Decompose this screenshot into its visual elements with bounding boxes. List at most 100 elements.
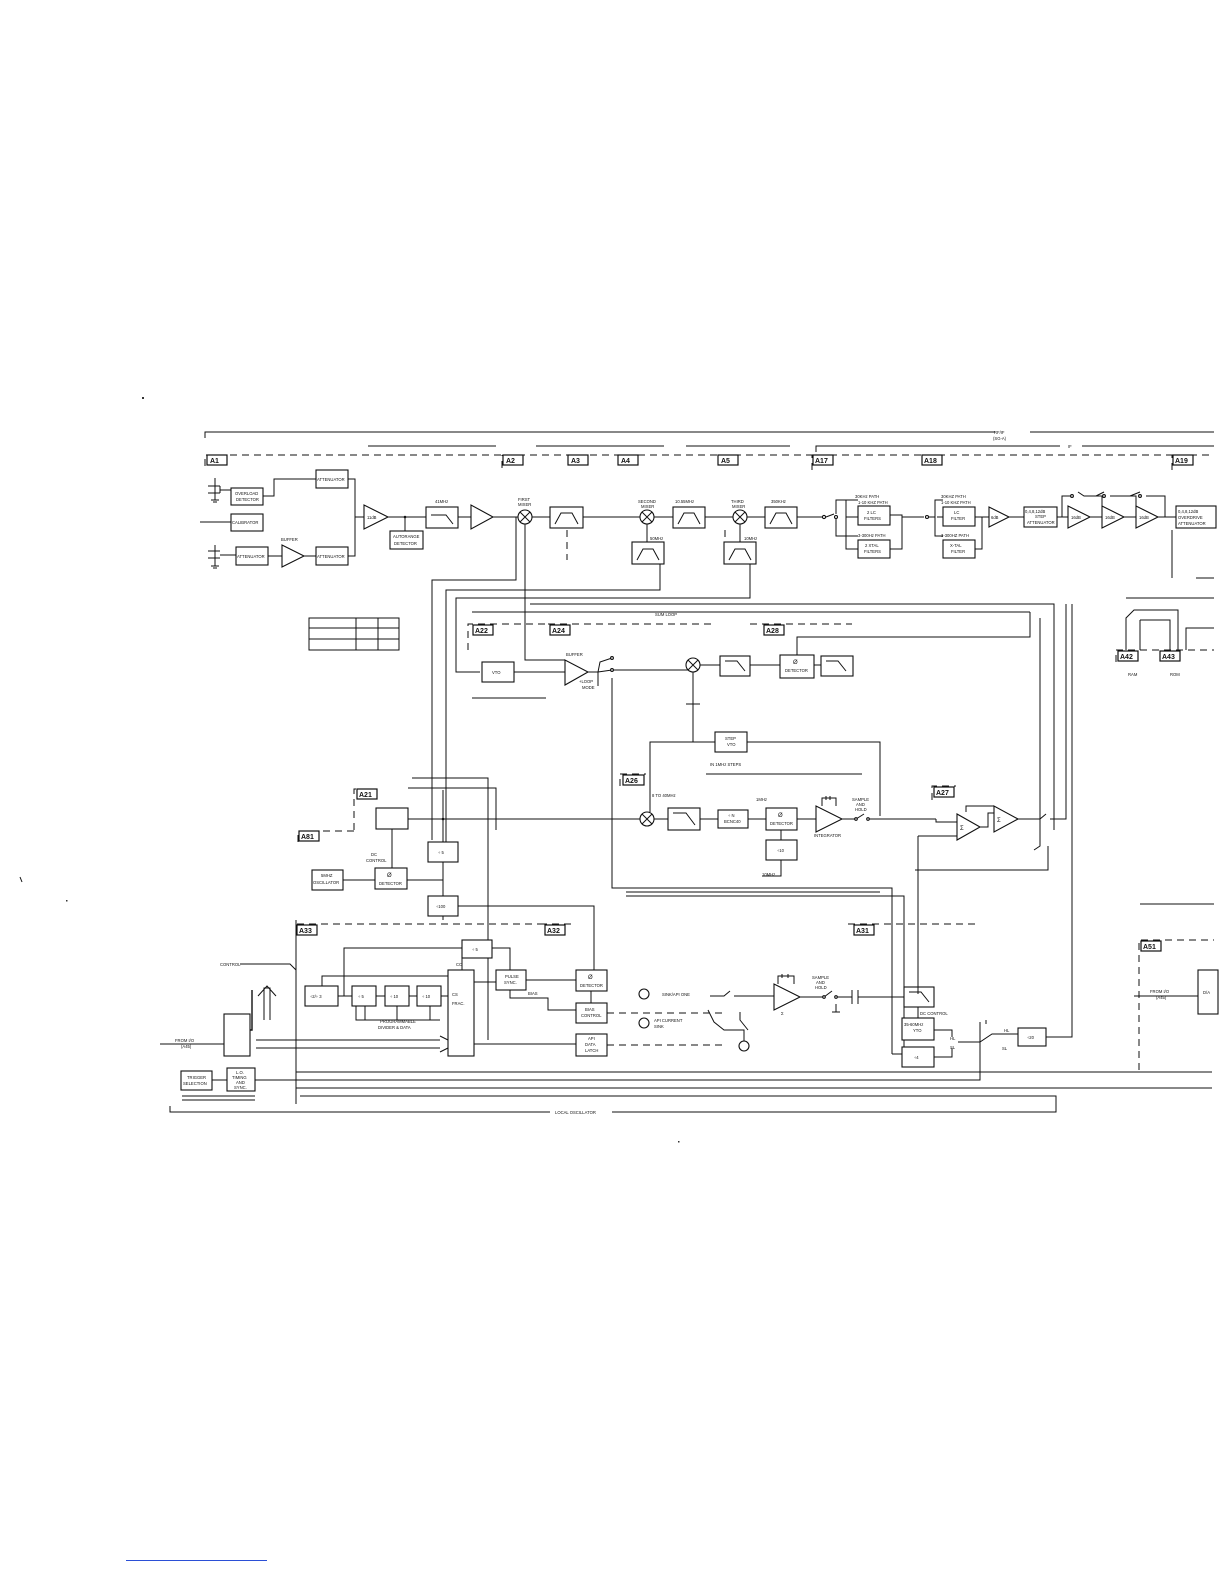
div-20-label: ÷20 <box>1027 1035 1035 1040</box>
bias-ctl-l2: CONTROL <box>581 1013 602 1018</box>
buffer-label-sum: BUFFER <box>566 652 583 657</box>
loop-mode-l1: +LOOP <box>579 679 593 684</box>
api-latch-l1: API <box>588 1036 595 1041</box>
d-a-label: D/A <box>1203 990 1210 995</box>
lc-filter-l1: LC <box>954 510 959 515</box>
step-vto-l1: STEP <box>725 736 736 741</box>
pulse-sync-l2: SYNC. <box>504 980 517 985</box>
overdrive-l1: 0,4,8,12dB <box>1178 509 1198 514</box>
sum-phase-l1: Ø <box>793 660 798 666</box>
freq-350khz: 350KHz <box>771 499 786 504</box>
assembly-a5: A5 <box>721 458 730 465</box>
sh-lo-l3: HOLD <box>815 985 827 990</box>
amp-16db-1: 16dB <box>1071 515 1081 520</box>
lo-timing-l1: L.O. <box>236 1070 244 1075</box>
div-n-l2: BCNC40 <box>724 819 741 824</box>
ref-osc-l1: 5MHZ <box>321 873 333 878</box>
third-mixer-l2: MIXER <box>732 504 745 509</box>
rom-label: ROM <box>1170 672 1180 677</box>
amp-6db: 6dB <box>991 515 999 520</box>
first-mixer-l2: MIXER <box>518 502 531 507</box>
loop-mode-l2: MODE <box>582 685 595 690</box>
yto-l2: YTO <box>913 1028 922 1033</box>
vto-label: VTO <box>492 670 501 675</box>
a27-section: A27 Σ Σ <box>915 604 1067 994</box>
dc-control-l2: CONTROL <box>366 858 387 863</box>
xtal-filter-l2: FILTER <box>951 549 965 554</box>
attenuator-left: ATTENUATOR <box>237 554 265 559</box>
overload-detector-l1: OVERLOAD <box>235 491 258 496</box>
lo-timing-l3: AND <box>236 1080 245 1085</box>
sh-lo-l2: AND <box>816 980 825 985</box>
amp-11db: 11dB <box>367 515 377 520</box>
yto-l1: 35-60MHz <box>904 1022 923 1027</box>
prog-div-l1: PROGRAMMABLE <box>380 1019 416 1024</box>
from-io-l2: (A45) <box>181 1044 192 1049</box>
autorange-l1: AUTORANGE <box>393 534 420 539</box>
header-brackets: RF/IF (SG-A) IF <box>204 430 1214 452</box>
amp-16db-2: 16dB <box>1105 515 1115 520</box>
if-chain: A17 2 LC FILTERS 30KHz PATH 1-10 KHZ PAT… <box>811 454 1217 579</box>
ram-label: RAM <box>1128 672 1138 677</box>
sink-api-one: SINK/API ONE <box>662 992 690 997</box>
assembly-a27: A27 <box>936 790 949 797</box>
div-4-label: ÷4 <box>914 1055 919 1060</box>
sigma-1: Σ <box>960 826 964 832</box>
assembly-a3: A3 <box>571 458 580 465</box>
assembly-a22: A22 <box>475 628 488 635</box>
assembly-a32: A32 <box>547 928 560 935</box>
freq-10mhz-ref: 10MHz <box>762 872 775 877</box>
api-sink-l1: API CURRENT <box>654 1018 683 1023</box>
div-n-l1: ÷ N <box>728 813 735 818</box>
assembly-a33: A33 <box>299 928 312 935</box>
div-10-label: ÷10 <box>777 848 785 853</box>
sigma-2: Σ <box>997 818 1001 824</box>
sum-phase-l2: DETECTOR <box>785 668 808 673</box>
lo-section: A33 A32 A31 CONTROL FROM I/O (A45) TRIGG… <box>160 604 1212 1115</box>
xtal-filters-l2: FILTERS <box>864 549 881 554</box>
trigger-l1: TRIGGER <box>187 1075 206 1080</box>
steps-label: IN 1MHz STEPS <box>710 762 741 767</box>
lo-phase-l2: DETECTOR <box>580 983 603 988</box>
third-mixer-l1: THIRD <box>731 499 744 504</box>
ref-table <box>308 617 400 651</box>
freq-50mhz: 50MHz <box>650 536 663 541</box>
lo-int-label: Σ <box>781 1011 784 1016</box>
freq-41mhz: 41MHz <box>435 499 448 504</box>
footer-rule <box>126 1560 267 1561</box>
if-label: IF <box>1068 444 1072 449</box>
buffer-label: BUFFER <box>281 537 298 542</box>
sh-a26-l3: HOLD <box>855 807 867 812</box>
api-latch-l3: LATCH <box>585 1048 598 1053</box>
div-10-prog-a: ÷ 10 <box>390 994 399 999</box>
bias-ctl-l1: BIAS <box>585 1007 595 1012</box>
sh-a26-l2: AND <box>856 802 865 807</box>
rf-if-label: RF/IF <box>994 430 1005 435</box>
assembly-a26: A26 <box>625 778 638 785</box>
sl-label-2: SL <box>1002 1046 1008 1051</box>
assembly-a42: A42 <box>1120 654 1133 661</box>
assembly-a4: A4 <box>621 458 630 465</box>
lc-filter-l2: FILTER <box>951 516 965 521</box>
step-atten-l3: ATTENUATOR <box>1027 520 1055 525</box>
lo-timing-l4: SYNC. <box>234 1085 247 1090</box>
hl-label-2: HL <box>1004 1028 1010 1033</box>
pulse-sync-l1: PULSE <box>505 974 519 979</box>
range-8-40: 8 TO 40MHz <box>652 793 676 798</box>
div-10-prog-b: ÷ 10 <box>422 994 431 999</box>
div-100-ref: ÷100 <box>436 904 446 909</box>
a26-phase-l1: Ø <box>778 813 783 819</box>
assembly-a18: A18 <box>924 458 937 465</box>
path-3-300hz: 3-300Hz PATH <box>858 533 886 538</box>
a26-section: A26 8 TO 40MHz ÷ N BCNC40 1MHz Ø DETECTO… <box>408 773 936 877</box>
freq-10-55mhz: 10.55MHz <box>675 499 694 504</box>
assembly-a43: A43 <box>1162 654 1175 661</box>
sum-loop-label: SUM LOOP <box>655 612 677 617</box>
lc-filters-l1: 2 LC <box>867 510 876 515</box>
lo-timing-l2: TIMING <box>232 1075 247 1080</box>
from-io-l1: FROM I/O <box>175 1038 195 1043</box>
right-side-section: A42 A43 RAM ROM A51 FROM I/O (A45) D/A <box>1115 597 1219 1070</box>
dc-control-l1: DC <box>371 852 377 857</box>
assembly-a31: A31 <box>856 928 869 935</box>
